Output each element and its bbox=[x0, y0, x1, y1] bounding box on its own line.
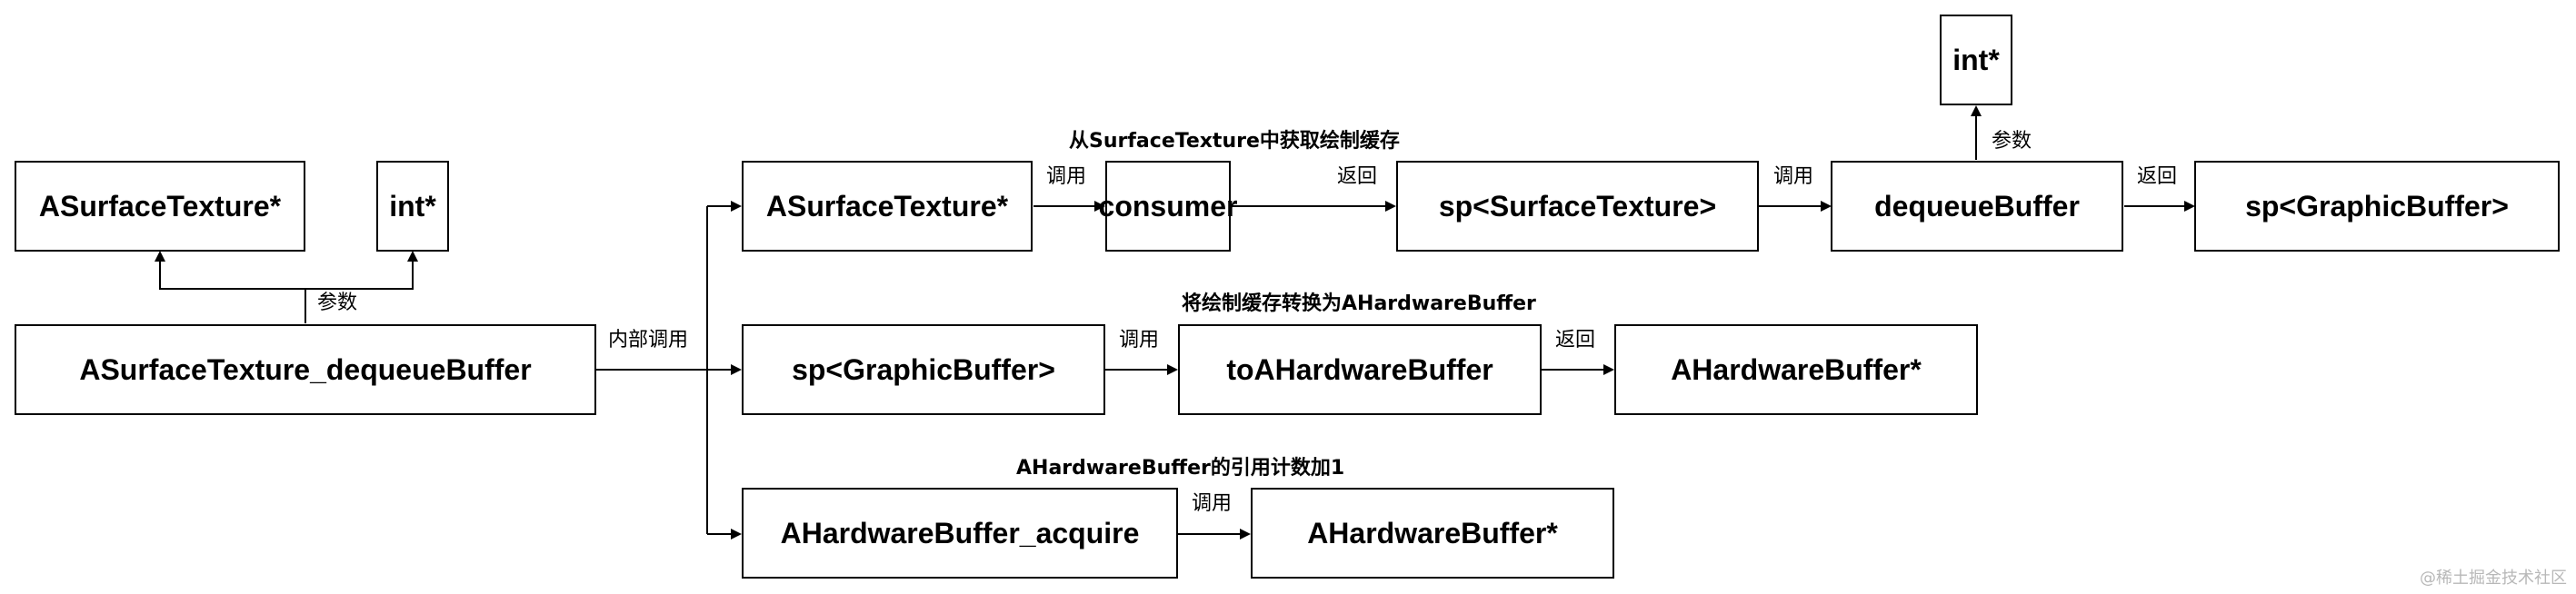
note-row1: 从SurfaceTexture中获取绘制缓存 bbox=[1069, 130, 1400, 153]
node-to-ahardwarebuffer: toAHardwareBuffer bbox=[1178, 324, 1542, 415]
node-asurfacetexture-param: ASurfaceTexture* bbox=[15, 161, 305, 252]
label-call-to-ahb: 调用 bbox=[1116, 328, 1163, 353]
node-ahardwarebuffer-result1: AHardwareBuffer* bbox=[1614, 324, 1978, 415]
label-return-sp-surfacetexture: 返回 bbox=[1334, 164, 1381, 190]
node-asurfacetexture-caller: ASurfaceTexture* bbox=[742, 161, 1033, 252]
label-return-ahb: 返回 bbox=[1553, 328, 1599, 353]
label-params-left: 参数 bbox=[315, 291, 361, 316]
label-return-sp-graphicbuffer: 返回 bbox=[2134, 164, 2181, 190]
node-sp-graphicbuffer-result: sp<GraphicBuffer> bbox=[2194, 161, 2560, 252]
node-ahardwarebuffer-result2: AHardwareBuffer* bbox=[1251, 488, 1614, 579]
note-row3: AHardwareBuffer的引用计数加1 bbox=[1016, 457, 1345, 480]
node-dequeuebuffer: dequeueBuffer bbox=[1831, 161, 2123, 252]
node-ahardwarebuffer-acquire: AHardwareBuffer_acquire bbox=[742, 488, 1178, 579]
label-internal-call: 内部调用 bbox=[605, 328, 692, 353]
node-int-top: int* bbox=[1940, 15, 2012, 105]
node-sp-surfacetexture: sp<SurfaceTexture> bbox=[1396, 161, 1759, 252]
label-call-acquire: 调用 bbox=[1189, 491, 1235, 517]
node-sp-graphicbuffer-input: sp<GraphicBuffer> bbox=[742, 324, 1105, 415]
label-params-top: 参数 bbox=[1989, 129, 2035, 154]
label-call-consumer: 调用 bbox=[1043, 164, 1090, 190]
note-row2: 将绘制缓存转换为AHardwareBuffer bbox=[1182, 292, 1536, 315]
label-call-dequeuebuffer: 调用 bbox=[1771, 164, 1817, 190]
watermark: @稀土掘金技术社区 bbox=[2420, 569, 2567, 588]
node-dequeue-main: ASurfaceTexture_dequeueBuffer bbox=[15, 324, 596, 415]
edge-params-to-int bbox=[305, 251, 418, 290]
edge-params-to-asurfacetexture bbox=[155, 251, 305, 290]
node-consumer: consumer bbox=[1099, 161, 1237, 252]
node-int-param: int* bbox=[376, 161, 449, 252]
